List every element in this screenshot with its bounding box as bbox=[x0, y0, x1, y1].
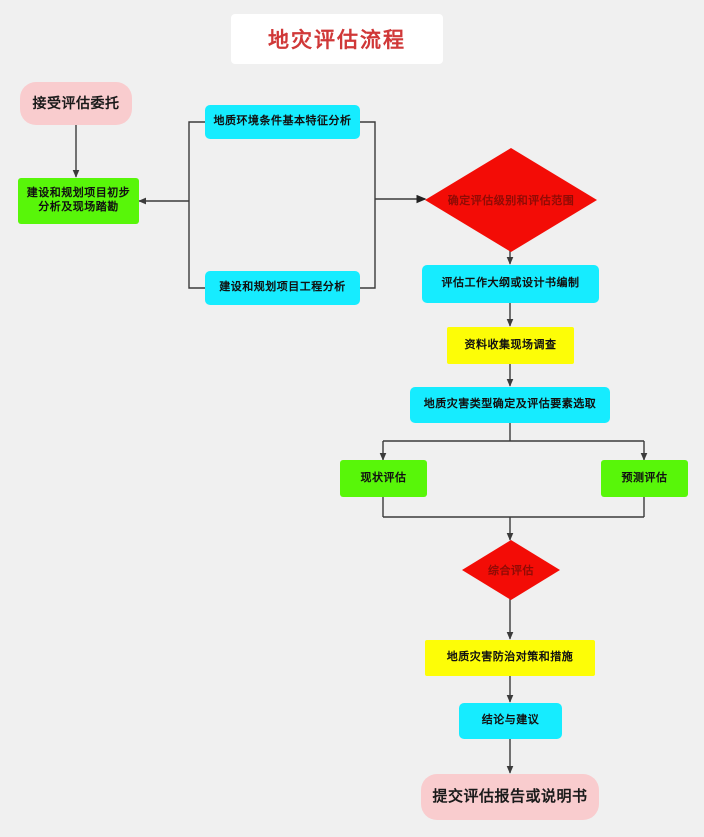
node-current-status-assessment[interactable]: 现状评估 bbox=[340, 460, 427, 497]
node-assessment-outline-design[interactable]: 评估工作大纲或设计书编制 bbox=[422, 265, 599, 303]
node-submit-assessment-report[interactable]: 提交评估报告或说明书 bbox=[421, 774, 599, 820]
node-preliminary-analysis-site-survey[interactable]: 建设和规划项目初步分析及现场踏勘 bbox=[18, 178, 139, 224]
node-conclusions-recommendations[interactable]: 结论与建议 bbox=[459, 703, 562, 739]
node-accept-assessment-commission[interactable]: 接受评估委托 bbox=[20, 82, 132, 125]
edge-bracket-left bbox=[188, 121, 205, 289]
node-predictive-assessment[interactable]: 预测评估 bbox=[601, 460, 688, 497]
node-hazard-type-and-factors[interactable]: 地质灾害类型确定及评估要素选取 bbox=[410, 387, 610, 423]
diamond-label: 确定评估级别和评估范围 bbox=[447, 195, 575, 207]
node-data-collection-field-survey[interactable]: 资料收集现场调查 bbox=[447, 327, 574, 364]
diamond-label: 综合评估 bbox=[488, 565, 534, 577]
node-geological-environment-analysis[interactable]: 地质环境条件基本特征分析 bbox=[205, 105, 360, 139]
diagram-title: 地灾评估流程 bbox=[231, 14, 443, 64]
edge-bracket-right bbox=[360, 121, 376, 289]
node-project-engineering-analysis[interactable]: 建设和规划项目工程分析 bbox=[205, 271, 360, 305]
node-prevention-measures[interactable]: 地质灾害防治对策和措施 bbox=[425, 640, 595, 676]
node-comprehensive-assessment[interactable]: 综合评估 bbox=[462, 540, 560, 600]
node-determine-assessment-level-scope[interactable]: 确定评估级别和评估范围 bbox=[425, 148, 597, 252]
